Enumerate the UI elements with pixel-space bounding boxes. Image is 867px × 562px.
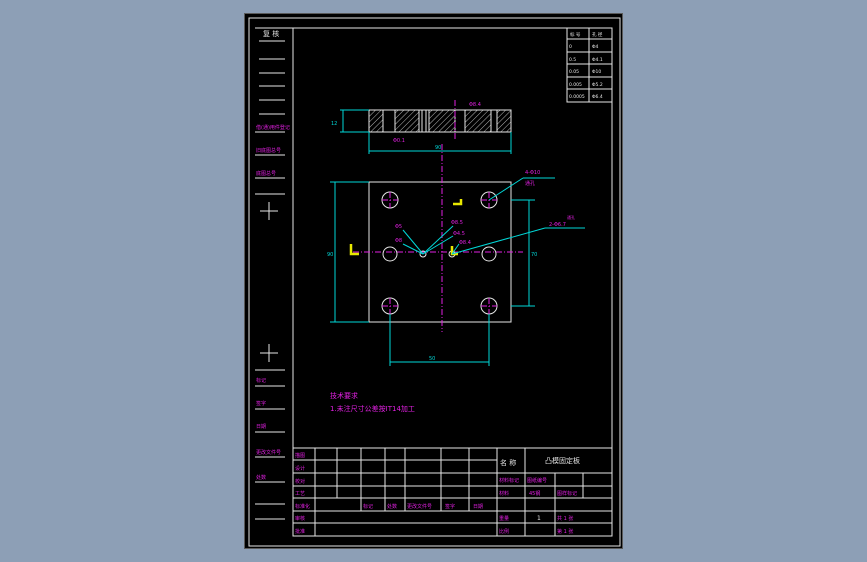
table-header-0: 标 号 (570, 31, 581, 38)
table-cell: Φ6.4 (592, 94, 603, 100)
table-cell: 0.0005 (569, 94, 585, 100)
outer-border (248, 17, 621, 547)
left-label-3: 标记 (256, 377, 266, 384)
table-cell: 0 (569, 44, 572, 50)
tb-right-4: 图样标记 (557, 490, 577, 497)
tb-row-3: 工艺 (295, 491, 305, 497)
table-cell: Φ4.1 (592, 57, 603, 63)
drawing-sheet: 复 核 借(通)用件登记 旧底图总号 底图总号 标记 签字 日期 更改文件号 处… (244, 13, 623, 549)
part-name: 凸模固定板 (545, 456, 580, 465)
tb-right-8: 共 1 张 (557, 515, 573, 522)
table-cell: 0.005 (569, 82, 582, 88)
plan-view: 90 70 50 4-Φ10 通孔 2-Φ6.7 通孔 Φ5 Φ8 Φ8.5 Φ… (327, 144, 585, 366)
left-panel-header: 复 核 (263, 29, 279, 38)
table-cell: 0.05 (569, 69, 579, 75)
dim-width-bottom: 50 (429, 356, 435, 362)
cad-drawing: 复 核 借(通)用件登记 旧底图总号 底图总号 标记 签字 日期 更改文件号 处… (248, 17, 621, 547)
tb-right-9: 第 1 张 (557, 528, 573, 535)
hole-note-2: 2-Φ6.7 (549, 222, 566, 228)
table-cell: Φ10 (592, 69, 601, 75)
hole-note-2b: 通孔 (567, 214, 575, 220)
dim-height-left: 90 (327, 252, 333, 258)
tb-right-1: 图纸编号 (527, 477, 547, 484)
hole-note-1: 4-Φ10 (525, 170, 540, 176)
tb-row-1: 设计 (295, 465, 305, 472)
dim-d5: Φ8.4 (469, 102, 481, 108)
table-cell: Φ5.2 (592, 82, 603, 88)
table-header-1: 孔 径 (592, 31, 603, 38)
tb-right-0: 材料标记 (499, 477, 519, 484)
left-label-0: 借(通)用件登记 (256, 124, 290, 131)
left-label-4: 签字 (256, 400, 266, 407)
tb-name-label: 名 称 (500, 458, 516, 467)
left-panel: 复 核 借(通)用件登记 旧底图总号 底图总号 标记 签字 日期 更改文件号 处… (255, 27, 293, 520)
dim-thickness: 12 (331, 121, 337, 127)
title-block: 描图 设计 校对 工艺 标准化 审核 批准 标记 处数 更改文件号 签字 日期 … (292, 447, 613, 537)
left-label-7: 处数 (256, 474, 266, 481)
tb-col-2: 更改文件号 (407, 503, 432, 510)
left-label-6: 更改文件号 (256, 449, 281, 456)
left-label-1: 旧底图总号 (256, 147, 281, 154)
tech-req-title: 技术要求 (330, 391, 358, 400)
tb-right-2: 材料 (499, 490, 509, 497)
dim-d4: Φ4.5 (453, 231, 465, 237)
left-label-5: 日期 (256, 424, 266, 430)
tb-row-4: 标准化 (295, 503, 310, 510)
tb-row-5: 审核 (295, 515, 305, 522)
dim-height-right: 70 (531, 252, 537, 258)
tb-right-7: 1 (537, 515, 541, 522)
tb-col-3: 签字 (445, 503, 455, 510)
left-label-2: 底图总号 (256, 170, 276, 177)
table-cell: Φ4 (592, 44, 599, 50)
tb-row-6: 批准 (295, 528, 305, 535)
dim-d6: Φ0.1 (393, 138, 405, 144)
section-view: 12 90 Φ0.1 Φ8.4 (331, 100, 512, 154)
tb-right-3: 45钢 (529, 490, 540, 497)
tb-right-6: 比例 (499, 528, 509, 535)
hole-note-1b: 通孔 (525, 180, 535, 187)
dim-d3: Φ8.5 (451, 220, 463, 226)
tb-col-4: 日期 (473, 504, 483, 510)
hole-table: 标 号 孔 径 0 Φ4 0.5 Φ4.1 0.05 Φ10 0.005 Φ5.… (566, 27, 613, 103)
dim-d5-plan: Φ8.4 (459, 240, 471, 246)
tb-row-2: 校对 (295, 478, 305, 485)
dim-width-top: 90 (435, 145, 441, 151)
tb-row-0: 描图 (295, 452, 305, 459)
tb-col-0: 标记 (363, 503, 373, 510)
table-cell: 0.5 (569, 57, 576, 63)
tb-right-5: 重量 (499, 515, 509, 522)
dim-d1: Φ5 (395, 224, 402, 230)
tech-req-line: 1.未注尺寸公差按IT14加工 (330, 404, 415, 413)
dim-d2: Φ8 (395, 238, 402, 244)
tb-col-1: 处数 (387, 503, 397, 510)
